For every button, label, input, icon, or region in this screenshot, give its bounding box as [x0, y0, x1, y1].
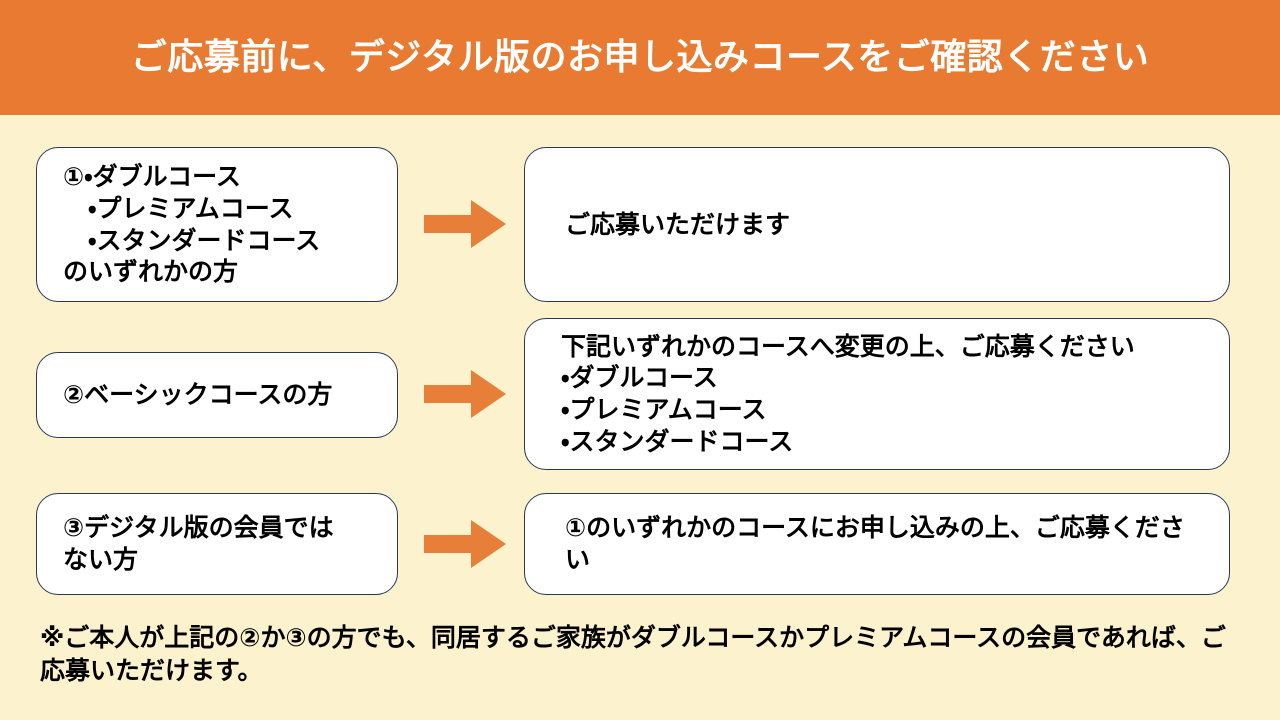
condition-text-1: ①・ダブルコース ・プレミアムコース ・スタンダードコース のいずれかの方	[63, 162, 321, 287]
arrow-right-icon	[424, 520, 506, 568]
condition-text-2: ②ベーシックコースの方	[63, 380, 333, 410]
result-box-1: ご応募いただけます	[524, 147, 1230, 302]
condition-text-3: ③デジタル版の会員では ない方	[63, 513, 334, 574]
condition-box-3: ③デジタル版の会員では ない方	[36, 493, 398, 595]
result-text-3: ①のいずれかのコースにお申し込みの上、ご応募ください	[565, 513, 1185, 574]
footnote-text: ※ご本人が上記の②か③の方でも、同居するご家族がダブルコースかプレミアムコースの…	[40, 623, 1226, 685]
condition-box-1: ①・ダブルコース ・プレミアムコース ・スタンダードコース のいずれかの方	[36, 147, 398, 302]
result-box-2: 下記いずれかのコースへ変更の上、ご応募ください ・ダブルコース ・プレミアムコー…	[524, 318, 1230, 470]
header-banner: ご応募前に、デジタル版のお申し込みコースをご確認ください	[0, 0, 1280, 115]
flow-row-2: ②ベーシックコースの方 下記いずれかのコースへ変更の上、ご応募ください ・ダブル…	[0, 318, 1280, 470]
flow-row-3: ③デジタル版の会員では ない方 ①のいずれかのコースにお申し込みの上、ご応募くだ…	[0, 493, 1280, 595]
flow-row-1: ①・ダブルコース ・プレミアムコース ・スタンダードコース のいずれかの方 ご応…	[0, 147, 1280, 302]
result-text-1: ご応募いただけます	[565, 209, 791, 239]
page-title: ご応募前に、デジタル版のお申し込みコースをご確認ください	[130, 36, 1150, 78]
result-box-3: ①のいずれかのコースにお申し込みの上、ご応募ください	[524, 493, 1230, 595]
result-text-2: 下記いずれかのコースへ変更の上、ご応募ください ・ダブルコース ・プレミアムコー…	[561, 331, 1135, 456]
arrow-right-icon	[424, 370, 506, 418]
arrow-right-icon	[424, 200, 506, 248]
condition-box-2: ②ベーシックコースの方	[36, 352, 398, 438]
